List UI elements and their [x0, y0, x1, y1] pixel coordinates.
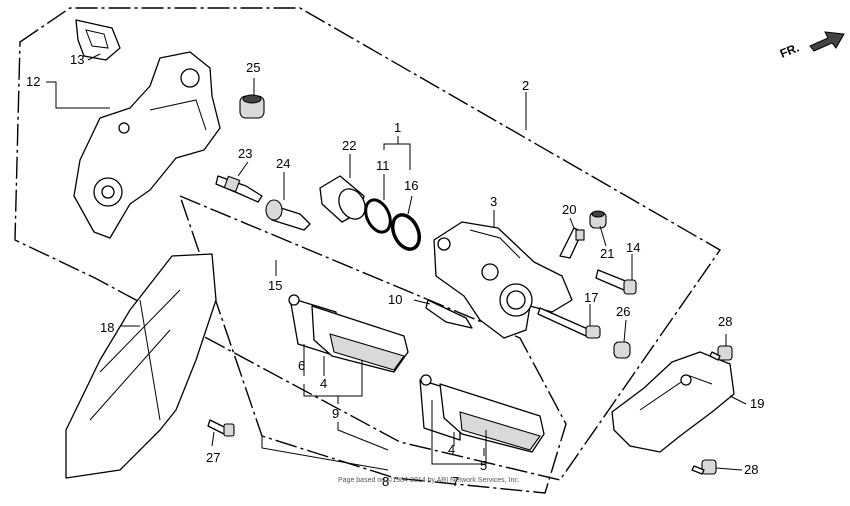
callout-23: 23 [238, 146, 252, 161]
callout-10: 10 [388, 292, 402, 307]
callout-26: 26 [616, 304, 630, 319]
part-21-bleeder-cap [589, 210, 607, 229]
callout-6: 6 [298, 358, 305, 373]
part-14-pin-bolt [595, 269, 637, 295]
part-25-dust-boot [239, 94, 265, 119]
callout-7: 7 [452, 474, 459, 489]
callout-15: 15 [268, 278, 282, 293]
part-24-pin-bolt [265, 199, 311, 231]
callout-21: 21 [600, 246, 614, 261]
front-arrow-icon [809, 31, 845, 52]
callout-13: 13 [70, 52, 84, 67]
callout-28-upper: 28 [718, 314, 732, 329]
callout-1: 1 [394, 120, 401, 135]
callout-5: 5 [480, 458, 487, 473]
part-18-disc-cover [65, 253, 217, 479]
callout-25: 25 [246, 60, 260, 75]
callout-16: 16 [404, 178, 418, 193]
part-11-piston-seal [364, 198, 392, 234]
callout-28-lower: 28 [744, 462, 758, 477]
callout-22: 22 [342, 138, 356, 153]
callout-27: 27 [206, 450, 220, 465]
part-26-plug [613, 341, 631, 359]
callout-24: 24 [276, 156, 290, 171]
callout-2: 2 [522, 78, 529, 93]
leader-lines [46, 53, 747, 471]
callout-14: 14 [626, 240, 640, 255]
callout-19: 19 [750, 396, 764, 411]
part-10-pad-spring [425, 299, 473, 329]
part-28-bolt-lower [691, 459, 717, 475]
callout-8: 8 [382, 474, 389, 489]
part-28-bolt-upper [709, 345, 733, 361]
callout-4-upper: 4 [320, 376, 327, 391]
part-22-piston [319, 175, 366, 223]
upper-brake-pad-set [288, 294, 409, 373]
part-12-caliper-bracket [73, 51, 221, 239]
part-27-bolt [207, 419, 235, 437]
callout-20: 20 [562, 202, 576, 217]
part-3-caliper-body [433, 221, 573, 339]
copyright-notice: Page based on ©1984-2014 by ARI Network … [338, 476, 520, 484]
lower-brake-pad-set [419, 374, 545, 453]
svg-text:FR.: FR. [778, 41, 801, 61]
callout-11: 11 [376, 158, 390, 173]
callout-labels: 13 12 25 23 24 22 1 11 16 2 3 20 21 14 1… [26, 52, 764, 489]
callout-12: 12 [26, 74, 40, 89]
part-17-pad-pin [537, 307, 601, 339]
part-20-bleeder-valve [559, 227, 585, 259]
callout-3: 3 [490, 194, 497, 209]
callout-9: 9 [332, 406, 339, 421]
callout-17: 17 [584, 290, 598, 305]
part-13-clip [75, 19, 121, 61]
part-19-caliper-guard [611, 351, 735, 453]
front-direction-indicator: FR. [778, 31, 845, 61]
callout-4-lower: 4 [448, 442, 455, 457]
caliper-assembly-boundary [14, 7, 722, 481]
callout-18: 18 [100, 320, 114, 335]
part-16-dust-seal [390, 213, 422, 251]
part-23-pin-bolt [215, 175, 263, 203]
